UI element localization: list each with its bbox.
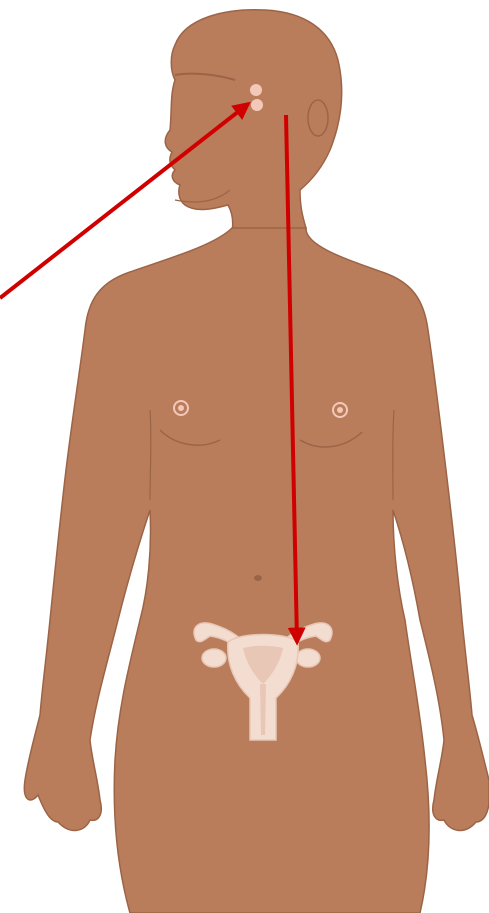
ear (308, 100, 328, 136)
ovary-left (202, 649, 226, 667)
body-silhouette (24, 10, 489, 913)
navel (254, 575, 262, 581)
torso (24, 228, 489, 913)
ovary-right (296, 649, 320, 667)
